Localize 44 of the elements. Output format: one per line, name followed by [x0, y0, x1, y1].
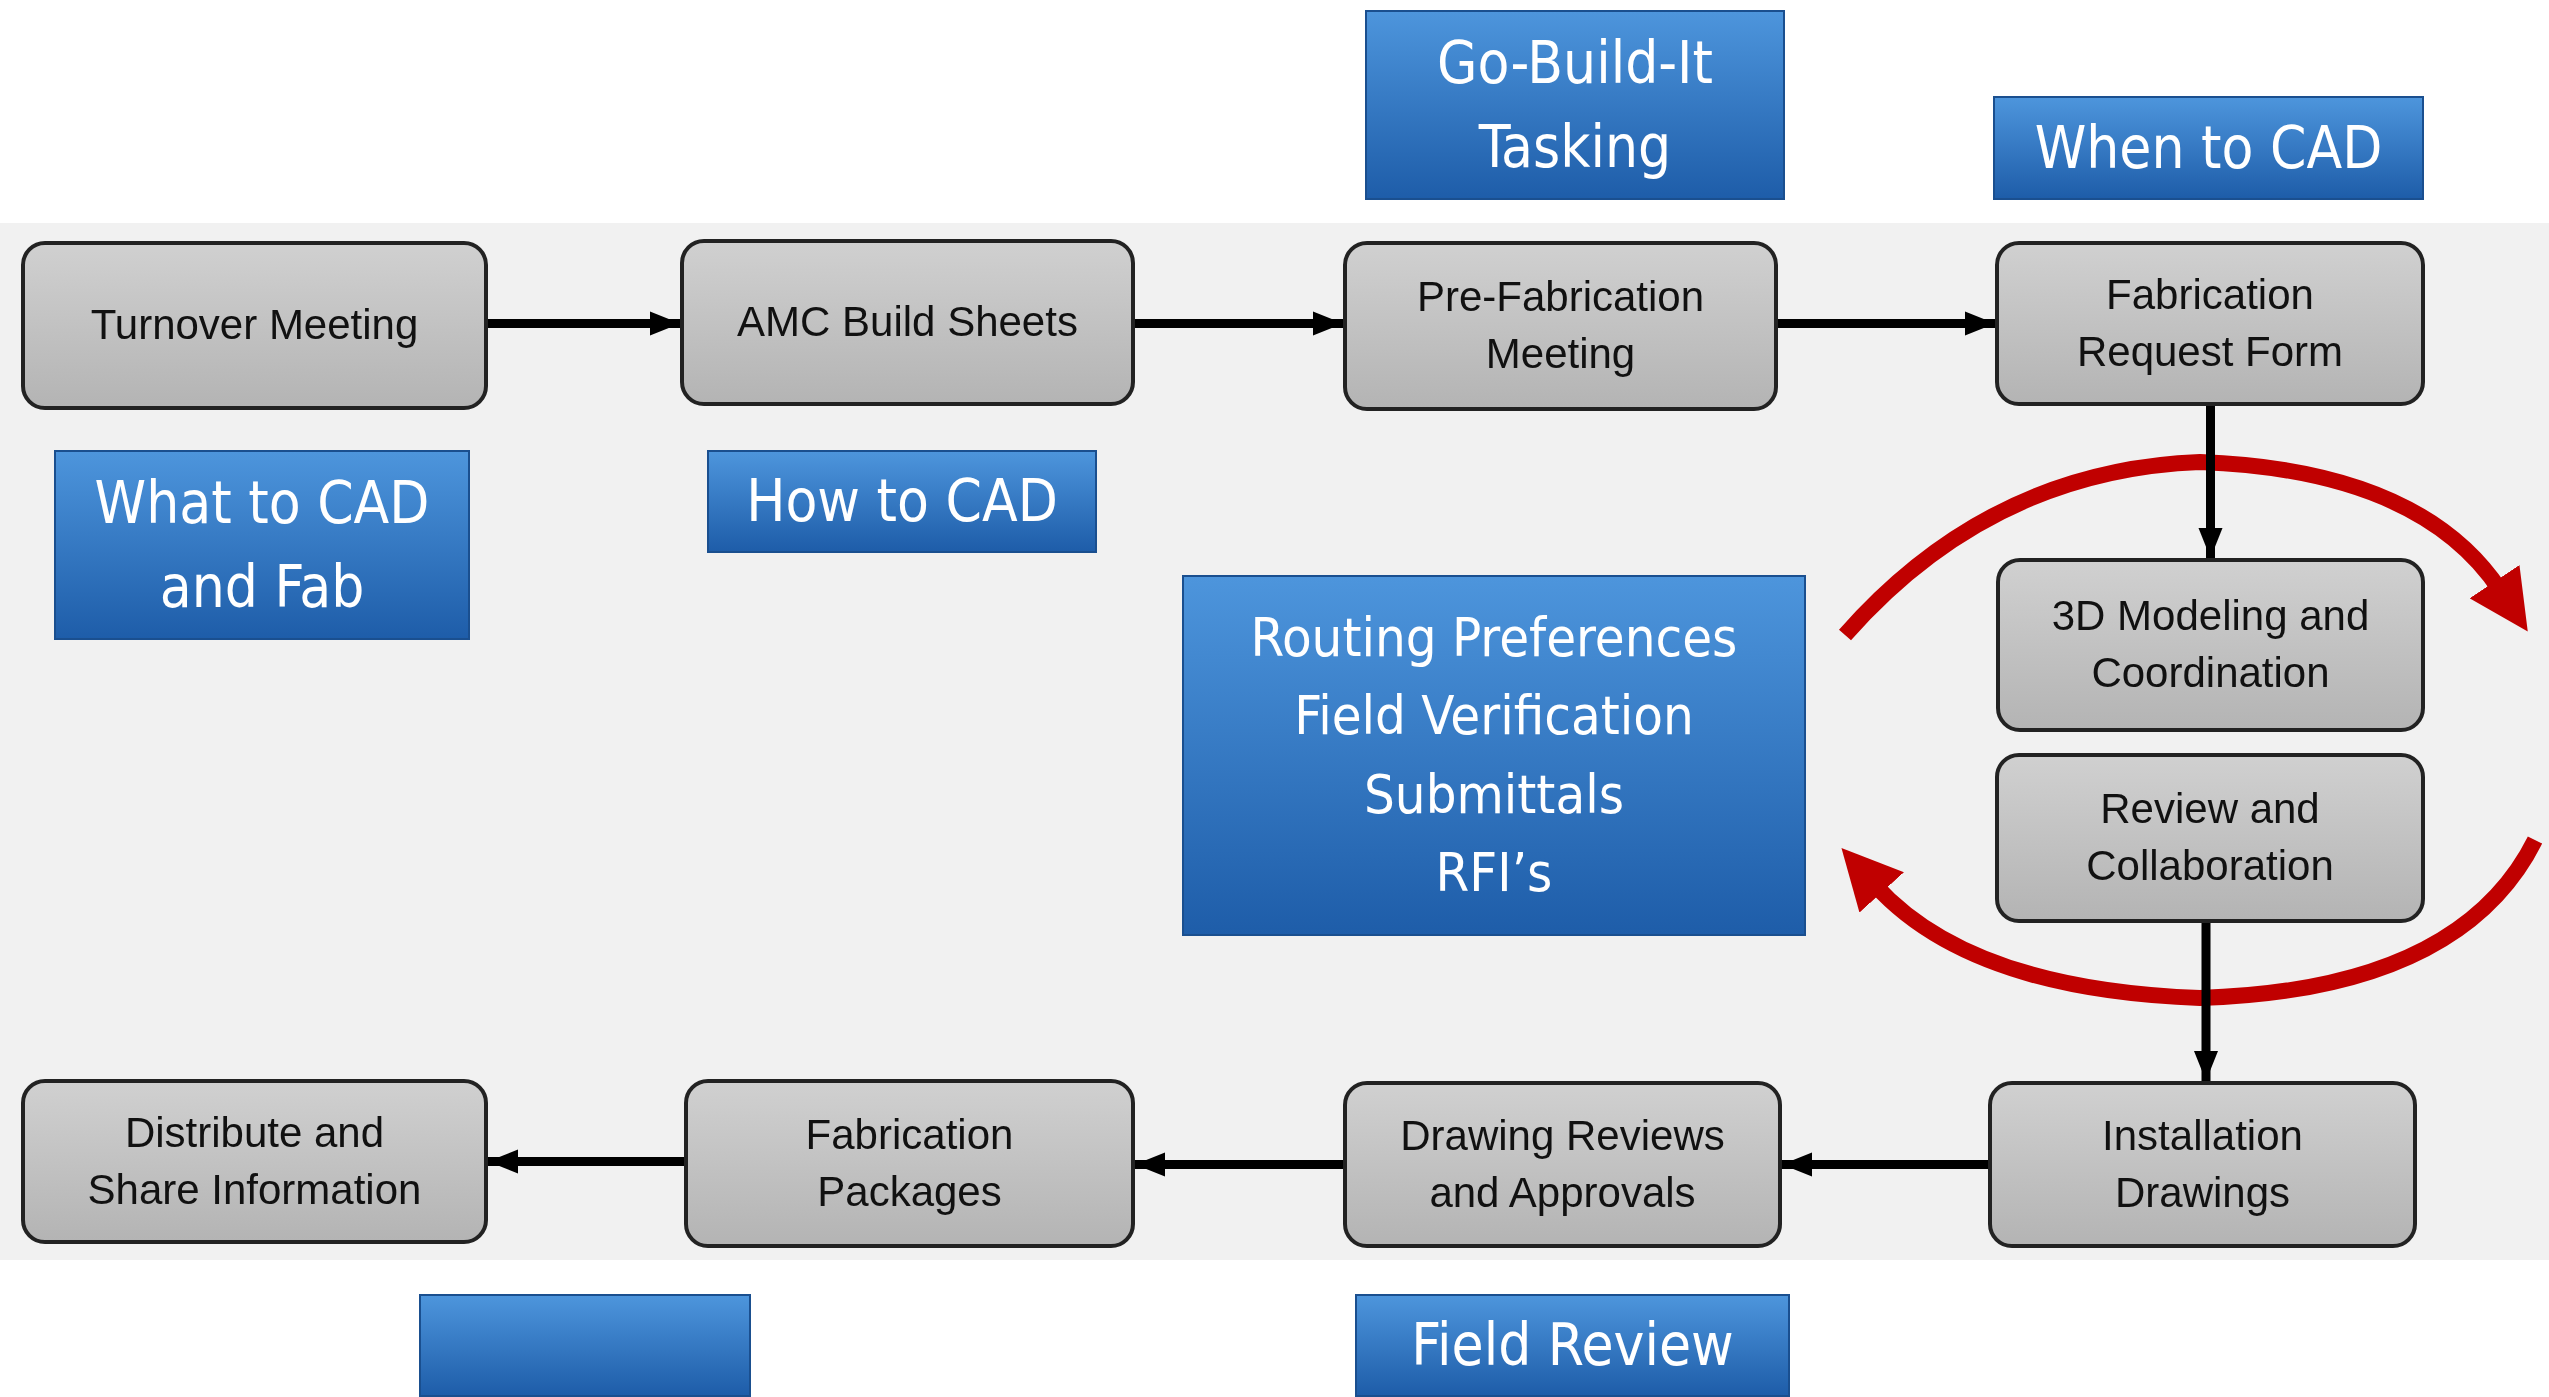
box-text: When to CAD — [2034, 112, 2383, 184]
arrow — [1778, 311, 1995, 336]
topic-label-box — [1993, 96, 2424, 200]
box-text: What to CAD and Fab — [93, 467, 431, 623]
arrow — [1135, 1152, 1343, 1177]
topic-label-box — [707, 450, 1097, 553]
box-text: Review and Collaboration — [2085, 784, 2335, 891]
process-box — [680, 239, 1135, 406]
box-text: Fabrication Packages — [804, 1109, 1015, 1217]
box-text: Pre-Fabrication Meeting — [1415, 272, 1706, 379]
topic-label-box — [54, 450, 470, 640]
box-text: Go-Build-It Tasking — [1436, 27, 1714, 183]
box-text: Drawing Reviews and Approvals — [1399, 1110, 1726, 1218]
arrow — [2194, 923, 2218, 1081]
box-text: Field Verification — [1294, 683, 1694, 750]
box-text: AMC Build Sheets — [737, 297, 1078, 348]
box-text: Routing Preferences — [1250, 604, 1738, 671]
box-text: Fabrication Request Form — [2075, 269, 2345, 377]
process-box — [1343, 1081, 1782, 1248]
box-shape — [419, 1294, 751, 1397]
arrow — [488, 311, 680, 336]
arrow — [1782, 1152, 1988, 1177]
box-text: Installation Drawings — [2101, 1110, 2304, 1218]
process-box — [1995, 241, 2425, 406]
process-box — [1988, 1081, 2417, 1248]
topic-label-box — [1355, 1294, 1790, 1397]
process-box — [1995, 753, 2425, 923]
box-text: Field Review — [1411, 1310, 1734, 1382]
process-box — [684, 1079, 1135, 1248]
box-text: How to CAD — [746, 466, 1058, 538]
arrow — [2198, 406, 2223, 558]
arrow — [488, 1149, 684, 1174]
arrow — [1135, 311, 1343, 336]
process-box — [21, 1079, 488, 1244]
box-text: RFI’s — [1435, 839, 1553, 906]
box-text: Submittals — [1364, 761, 1624, 828]
topic-label-box — [1365, 10, 1785, 200]
process-box — [1996, 558, 2425, 732]
topic-label-box — [1182, 575, 1806, 936]
process-box — [1343, 241, 1778, 411]
box-text: Distribute and Share Information — [86, 1107, 423, 1215]
box-text: Turnover Meeting — [90, 300, 419, 351]
process-box — [21, 241, 488, 410]
box-text: 3D Modeling and Coordination — [2050, 591, 2371, 698]
